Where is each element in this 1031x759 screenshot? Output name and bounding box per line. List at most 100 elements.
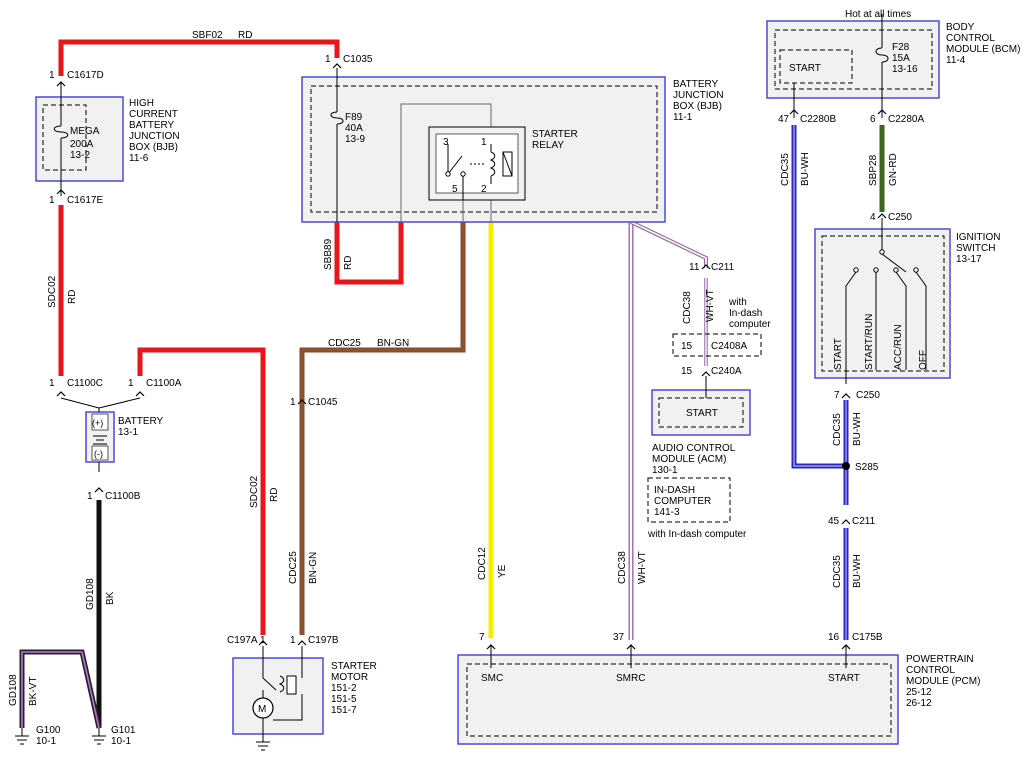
label: 10-1	[111, 736, 131, 747]
connector-c1100c: C1100C	[67, 378, 103, 389]
connector-chevron-icon	[56, 391, 66, 397]
audio-control-module	[647, 333, 762, 523]
connector-c197a: C197A	[227, 635, 258, 646]
label: START	[789, 63, 821, 74]
label: ACC/RUN	[893, 324, 904, 370]
label: BOX (BJB)	[673, 101, 722, 112]
connector-c211-top: C211	[711, 262, 735, 273]
connector-chevron-icon	[701, 371, 711, 377]
splice-s285	[842, 462, 850, 470]
splice-label: S285	[855, 462, 879, 473]
connector-c250-top: C250	[888, 212, 912, 223]
starter-motor: M	[232, 646, 324, 751]
label: 4	[870, 212, 876, 223]
connector-c2280b: C2280B	[800, 114, 836, 125]
label: 25-12	[906, 687, 932, 698]
connector-chevrons	[56, 63, 887, 650]
wire-sbf02-circuit: SBF02	[192, 30, 223, 41]
connector-chevron-icon	[332, 63, 342, 69]
label: SDC02	[47, 275, 58, 308]
label: START	[833, 338, 844, 370]
label: COMPUTER	[654, 496, 711, 507]
label: 15	[681, 341, 693, 352]
label: 11	[689, 262, 700, 273]
label: BK	[105, 591, 116, 605]
label: CDC35	[832, 555, 843, 588]
label: MODULE (ACM)	[652, 454, 726, 465]
label: Hot at all times	[845, 9, 911, 20]
label: HIGH	[129, 98, 154, 109]
powertrain-control-module	[457, 646, 899, 745]
connector-chevron-icon	[297, 640, 307, 646]
connector-chevron-icon	[486, 644, 496, 650]
label: JUNCTION	[673, 90, 724, 101]
label: 15	[681, 366, 693, 377]
label: 1	[128, 378, 134, 389]
label: 45	[828, 516, 840, 527]
label: AUDIO CONTROL	[652, 443, 736, 454]
label: 1	[481, 137, 487, 148]
label: GD108	[85, 578, 96, 610]
label: In-dash	[729, 308, 762, 319]
label: CDC12	[477, 547, 488, 580]
label: STARTER	[532, 129, 578, 140]
label: 141-3	[654, 507, 680, 518]
label: 7	[479, 632, 485, 643]
connector-c1045: C1045	[308, 397, 338, 408]
connector-c2408a: C2408A	[711, 341, 747, 352]
connector-c1035: C1035	[343, 54, 373, 65]
label: F89	[345, 112, 363, 123]
label: CDC25	[328, 338, 361, 349]
f89-fuse-icon	[330, 111, 344, 125]
wire-sbb89	[334, 222, 404, 285]
connector-chevron-icon	[841, 519, 851, 525]
connector-c175b: C175B	[852, 632, 883, 643]
label: CDC38	[682, 291, 693, 324]
label: IN-DASH	[654, 485, 695, 496]
label: 1	[49, 70, 55, 81]
starter-relay-icon	[445, 144, 513, 200]
label: JUNCTION	[129, 131, 180, 142]
label: 16	[828, 632, 840, 643]
label: 11-4	[946, 55, 966, 66]
label: 37	[613, 632, 625, 643]
label: 151-2	[331, 683, 357, 694]
label: MODULE (BCM)	[946, 44, 1020, 55]
label: CONTROL	[946, 33, 995, 44]
connector-chevron-icon	[135, 391, 145, 397]
label: 130-1	[652, 465, 678, 476]
label: SMRC	[616, 673, 645, 684]
connector-c250-bottom: C250	[856, 390, 880, 401]
connector-c211-bottom: C211	[852, 516, 876, 527]
label: CDC38	[617, 551, 628, 584]
connector-c1617d: C1617D	[67, 70, 104, 81]
connector-c1100b: C1100B	[105, 491, 141, 502]
label: BN-GN	[377, 338, 409, 349]
label: 13-9	[345, 134, 365, 145]
label: CURRENT	[129, 109, 178, 120]
connector-chevron-icon	[877, 109, 887, 115]
label: 1	[49, 195, 55, 206]
label: START	[828, 673, 860, 684]
label: 47	[778, 114, 790, 125]
label: WH-VT	[637, 551, 648, 584]
switch-wiper-icon	[881, 253, 907, 273]
label: BU-WH	[852, 554, 863, 588]
label: RD	[343, 256, 354, 270]
ground-symbols	[15, 728, 106, 745]
label: F28	[892, 42, 910, 53]
label: 3	[443, 137, 449, 148]
label: 151-7	[331, 705, 357, 716]
connector-chevron-icon	[297, 399, 307, 405]
label: POWERTRAIN	[906, 654, 974, 665]
connector-c1100a: C1100A	[146, 378, 182, 389]
connector-chevron-icon	[258, 640, 268, 646]
label: 26-12	[906, 698, 932, 709]
label: CDC35	[832, 413, 843, 446]
connector-chevron-icon	[56, 189, 66, 195]
connector-c2280a: C2280A	[888, 114, 924, 125]
label: STARTER	[331, 661, 377, 672]
label: GD108	[8, 674, 19, 706]
connector-chevron-icon	[94, 487, 104, 493]
